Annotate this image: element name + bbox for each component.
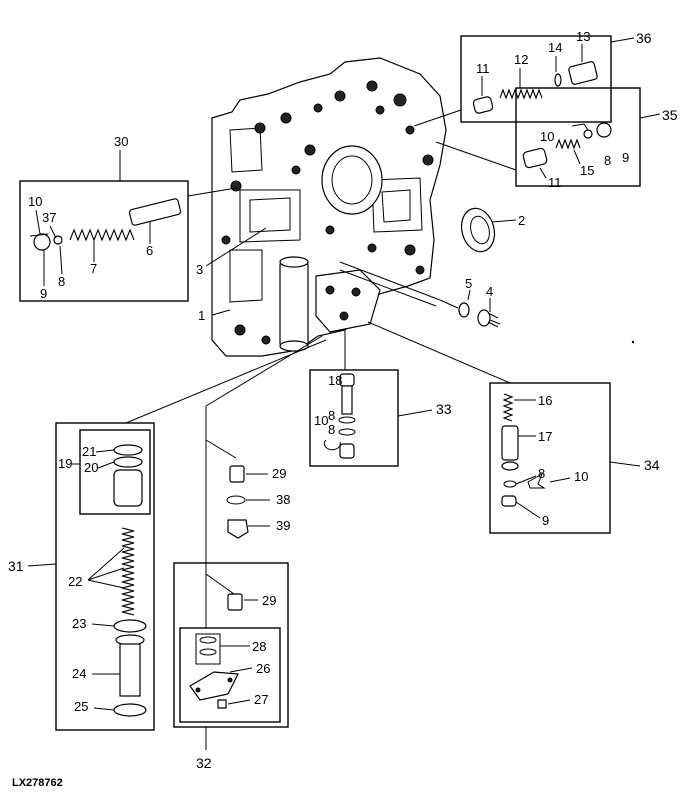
solenoid-valve-part-b — [522, 122, 612, 169]
kit-box-33 — [309, 369, 399, 467]
kit-box-34 — [489, 382, 611, 534]
callout-19: 19 — [58, 456, 72, 471]
callout-20: 20 — [84, 460, 98, 475]
callout-25: 25 — [74, 699, 88, 714]
callout-3: 3 — [196, 262, 203, 277]
callout-28: 28 — [252, 639, 266, 654]
callout-11-a: 11 — [476, 61, 490, 76]
callout-8-e: 8 — [538, 466, 545, 481]
callout-10-a: 10 — [28, 194, 42, 209]
kit-box-32 — [173, 562, 289, 728]
callout-9-c: 9 — [542, 513, 549, 528]
callout-32: 32 — [196, 755, 212, 771]
kit-box-19 — [79, 429, 151, 515]
callout-4: 4 — [486, 284, 493, 299]
callout-6: 6 — [146, 243, 153, 258]
callout-34: 34 — [644, 457, 660, 473]
callout-23: 23 — [72, 616, 86, 631]
bolt-part — [458, 302, 501, 328]
callout-8-b: 8 — [604, 153, 611, 168]
callout-10-d: 10 — [574, 469, 588, 484]
callout-17: 17 — [538, 429, 552, 444]
callout-2: 2 — [518, 213, 525, 228]
callout-16: 16 — [538, 393, 552, 408]
figure-reference: LX278762 — [12, 777, 63, 789]
cover-plate-parts — [189, 593, 243, 709]
callout-31: 31 — [8, 558, 24, 574]
valve-assembly-part-33 — [323, 373, 356, 459]
kit-box-31 — [55, 422, 155, 731]
callout-8-d: 8 — [328, 422, 335, 437]
callout-21: 21 — [82, 444, 96, 459]
valve-assembly-part-34 — [501, 393, 546, 507]
callout-36: 36 — [636, 30, 652, 46]
callout-9-a: 9 — [40, 286, 47, 301]
callout-29-b: 29 — [262, 593, 276, 608]
callout-35: 35 — [662, 107, 678, 123]
callout-10-c: 10 — [314, 413, 328, 428]
callout-15: 15 — [580, 163, 594, 178]
callout-8-c: 8 — [328, 408, 335, 423]
callout-14: 14 — [548, 40, 562, 55]
kit-box-30 — [19, 180, 189, 302]
callout-30: 30 — [114, 134, 128, 149]
callout-7: 7 — [90, 261, 97, 276]
callout-26: 26 — [256, 661, 270, 676]
valve-body-housing — [211, 57, 447, 357]
callout-22: 22 — [68, 574, 82, 589]
callout-11-b: 11 — [548, 175, 562, 190]
callout-10-b: 10 — [540, 129, 554, 144]
callout-37: 37 — [42, 210, 56, 225]
kit-box-36 — [460, 35, 612, 123]
accumulator-parts — [113, 444, 147, 717]
callout-39: 39 — [276, 518, 290, 533]
callout-8-a: 8 — [58, 274, 65, 289]
callout-18: 18 — [328, 373, 342, 388]
seal-ring-part — [460, 207, 496, 253]
solenoid-valve-part-a — [472, 61, 598, 114]
callout-33: 33 — [436, 401, 452, 417]
kit-box-35 — [515, 87, 641, 187]
callout-13: 13 — [576, 29, 590, 44]
plug-parts — [226, 465, 249, 539]
callout-1: 1 — [198, 308, 205, 323]
callout-5: 5 — [465, 276, 472, 291]
callout-38: 38 — [276, 492, 290, 507]
callout-12: 12 — [514, 52, 528, 67]
callout-29-a: 29 — [272, 466, 286, 481]
stray-mark — [631, 340, 635, 344]
callout-9-b: 9 — [622, 150, 629, 165]
callout-27: 27 — [254, 692, 268, 707]
callout-24: 24 — [72, 666, 86, 681]
kit-box-inner-32 — [179, 627, 281, 723]
